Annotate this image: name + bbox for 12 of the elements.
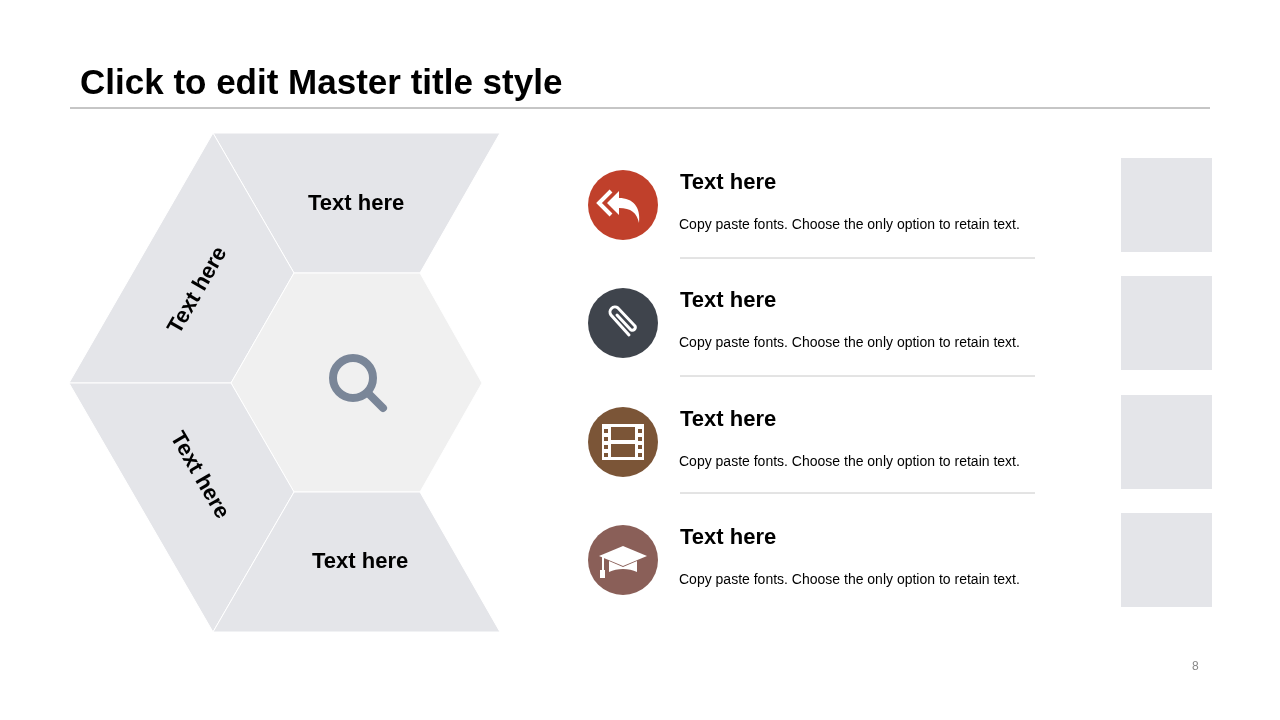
item-description: Copy paste fonts. Choose the only option to retain text. (679, 453, 1020, 469)
item-heading: Text here (680, 287, 777, 313)
item-description: Copy paste fonts. Choose the only option to retain text. (679, 334, 1020, 350)
item-heading: Text here (680, 406, 777, 432)
item-heading: Text here (680, 524, 777, 550)
segment-label: Text here (308, 190, 405, 216)
page-number: 8 (1192, 659, 1199, 673)
item-heading: Text here (680, 169, 777, 195)
slide-title: Click to edit Master title style (80, 62, 563, 102)
segment-label: Text here (312, 548, 409, 574)
item-description: Copy paste fonts. Choose the only option to retain text. (679, 216, 1020, 232)
item-description: Copy paste fonts. Choose the only option to retain text. (679, 571, 1020, 587)
